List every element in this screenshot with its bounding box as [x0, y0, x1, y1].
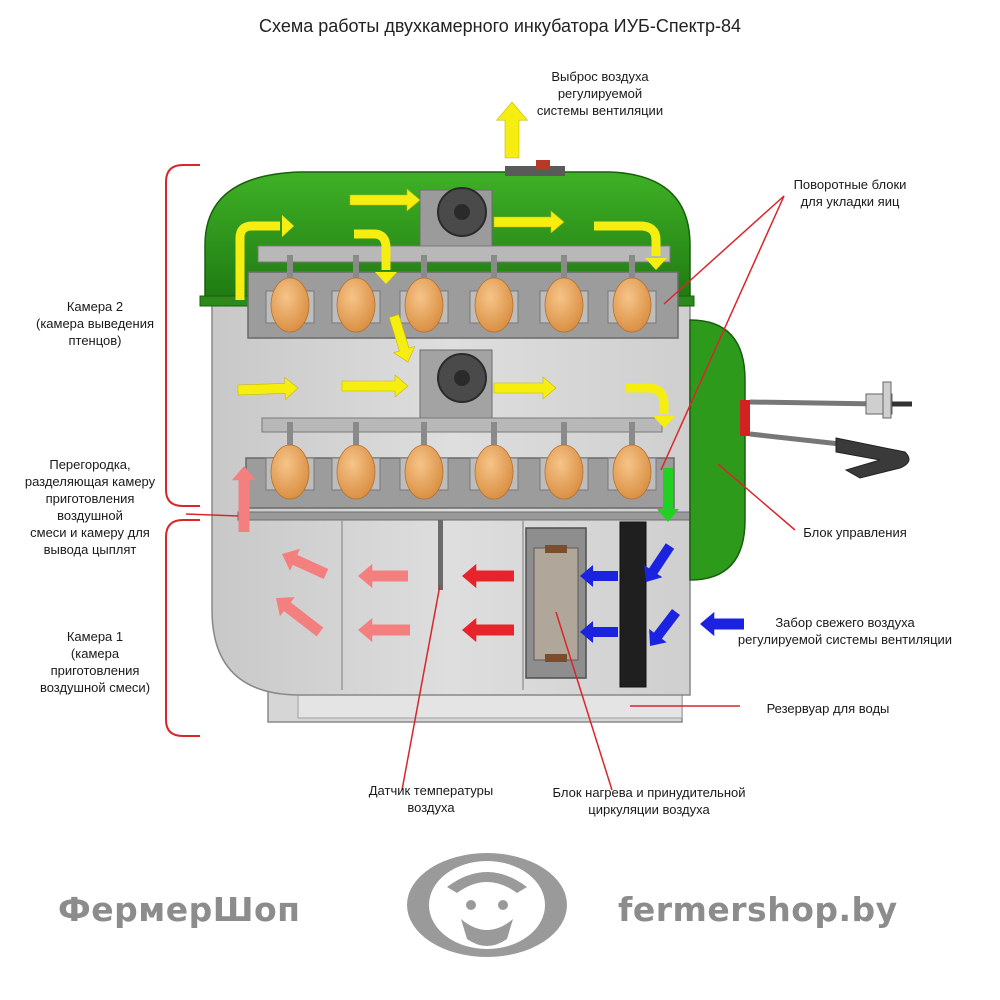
egg-lower-6	[607, 422, 657, 500]
egg-lower-5	[539, 422, 589, 500]
yellow-arrow-top-right	[594, 221, 667, 270]
chamber1-bracket	[165, 519, 200, 737]
yellow-arrow-mid-3	[493, 376, 557, 400]
air-temperature-sensor	[438, 520, 443, 590]
egg-lower-3	[399, 422, 449, 500]
leader-lines	[185, 195, 796, 791]
yellow-arrow-mid-right	[626, 383, 675, 428]
egg-lower-1	[265, 422, 315, 500]
cable-clamp	[749, 431, 910, 479]
egg-upper-4	[469, 255, 519, 333]
egg-lower-2	[331, 422, 381, 500]
egg-upper-3	[399, 255, 449, 333]
yellow-arrow-down-mid	[388, 314, 416, 363]
egg-upper-6	[607, 255, 657, 333]
chamber2-bracket	[165, 164, 200, 507]
control-block	[689, 319, 746, 581]
yellow-arrow-top-left	[235, 215, 294, 300]
brand-right: fermershop.by	[618, 890, 898, 929]
partition-plate	[237, 511, 691, 521]
red-arrow-2	[462, 617, 514, 643]
lower-fan	[419, 349, 493, 431]
blue-arrow-1	[580, 565, 618, 587]
arrows-layer	[231, 101, 744, 646]
yellow-arrow-top-1	[349, 188, 421, 212]
yellow-arrow-top-2	[493, 210, 565, 234]
pink-arrow-1	[282, 548, 329, 580]
control-block-label: Блок управления	[803, 525, 907, 540]
heater-block	[525, 521, 647, 688]
red-arrow-1	[462, 563, 514, 589]
yellow-arrow-mid-2	[341, 374, 409, 398]
pink-arrow-2	[276, 597, 324, 637]
farmer-logo	[407, 853, 567, 957]
temperature-probe	[749, 381, 912, 419]
egg-upper-1	[265, 255, 315, 333]
page-title: Схема работы двухкамерного инкубатора ИУ…	[259, 16, 741, 36]
pink-arrow-3	[358, 563, 408, 589]
egg-upper-2	[331, 255, 381, 333]
upper-egg-tray	[247, 245, 679, 339]
blue-arrow-2	[580, 621, 618, 643]
blue-arrow-intake	[700, 611, 744, 637]
green-arrow	[657, 468, 679, 522]
blue-arrow-3	[644, 543, 675, 582]
pink-arrow-up	[231, 466, 257, 532]
egg-upper-5	[539, 255, 589, 333]
egg-lower-4	[469, 422, 519, 500]
brand-left: ФермерШоп	[58, 890, 301, 929]
yellow-arrow-top-mid	[354, 229, 397, 284]
eggs-layer	[265, 255, 657, 500]
reservoir-label: Резервуар для воды	[766, 701, 890, 716]
exhaust-arrow	[495, 101, 529, 159]
blue-arrow-4	[649, 608, 680, 646]
pink-arrow-4	[358, 617, 410, 643]
yellow-arrow-mid-1	[237, 376, 299, 401]
